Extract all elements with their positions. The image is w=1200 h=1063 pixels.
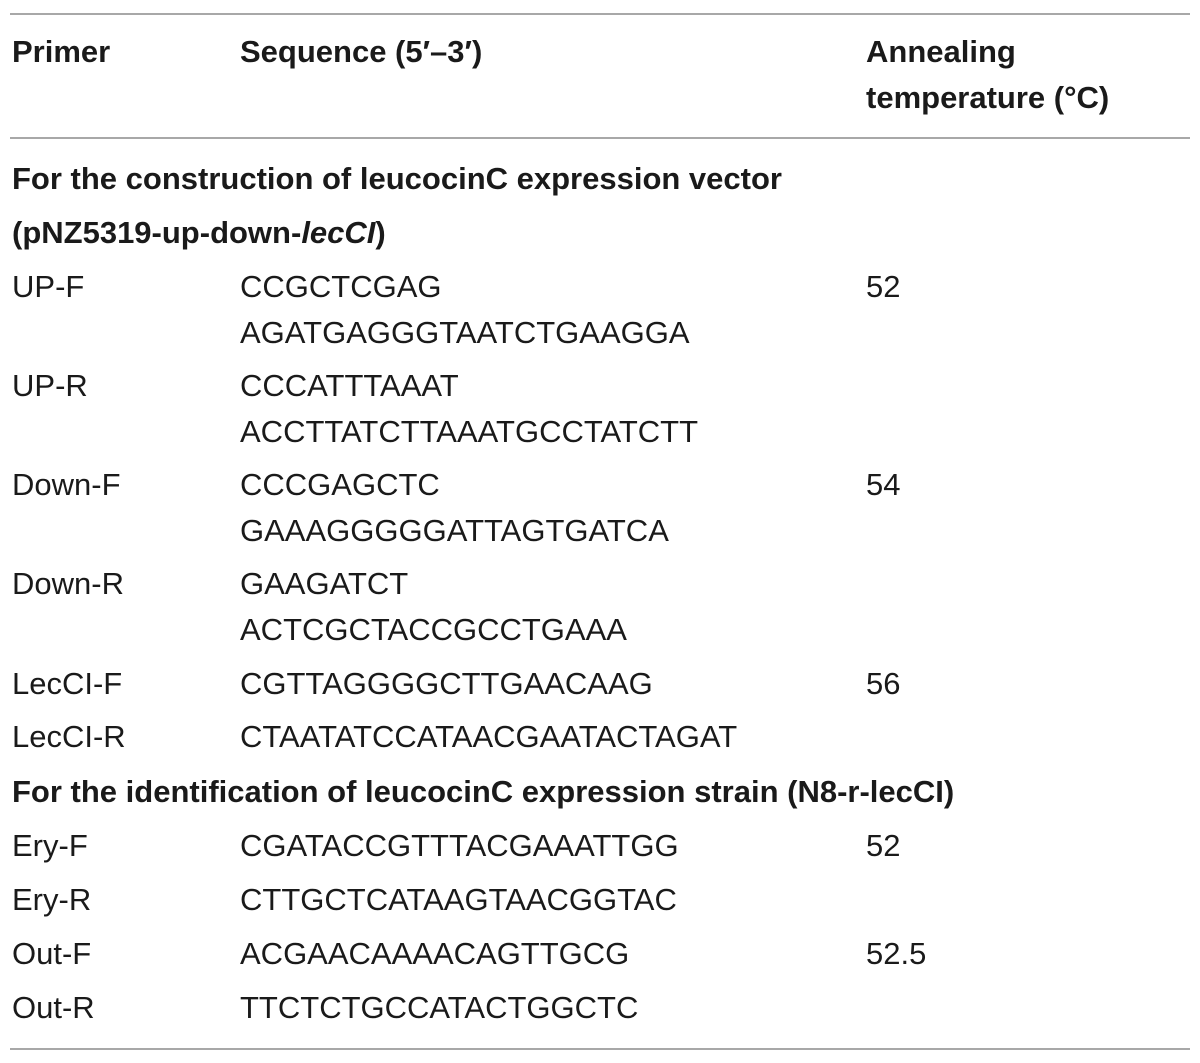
primer-name: LecCI-R bbox=[12, 719, 126, 754]
header-primer: Primer bbox=[12, 34, 111, 69]
sequence-line2: AGATGAGGGTAATCTGAAGGA bbox=[240, 315, 690, 350]
sequence-line1: CCGCTCGAG bbox=[240, 269, 442, 304]
sequence-line1: CTAATATCCATAACGAATACTAGAT bbox=[240, 719, 738, 754]
section-title: For the identification of leucocinC expr… bbox=[12, 774, 955, 809]
header-rule bbox=[10, 137, 1190, 139]
section-title-line2: (pNZ5319-up-down-lecCI) bbox=[12, 215, 386, 250]
top-rule bbox=[10, 13, 1190, 15]
sequence-line1: CGATACCGTTTACGAAATTGG bbox=[240, 828, 679, 863]
header-annealing-line2: temperature (°C) bbox=[866, 80, 1110, 115]
header-annealing-line1: Annealing bbox=[866, 34, 1016, 69]
sequence-line1: TTCTCTGCCATACTGGCTC bbox=[240, 990, 639, 1025]
sequence-line1: CGTTAGGGGCTTGAACAAG bbox=[240, 666, 653, 701]
sequence-line1: CCCATTTAAAT bbox=[240, 368, 459, 403]
primer-name: Ery-F bbox=[12, 828, 88, 863]
primer-name: UP-R bbox=[12, 368, 88, 403]
annealing-temp: 54 bbox=[866, 467, 901, 502]
sequence-line2: ACTCGCTACCGCCTGAAA bbox=[240, 612, 627, 647]
annealing-temp: 52 bbox=[866, 828, 901, 863]
sequence-line1: ACGAACAAAACAGTTGCG bbox=[240, 936, 630, 971]
header-sequence: Sequence (5′–3′) bbox=[240, 34, 483, 69]
bottom-rule bbox=[10, 1048, 1190, 1050]
sequence-line1: GAAGATCT bbox=[240, 566, 409, 601]
primer-name: Out-F bbox=[12, 936, 92, 971]
section-title: For the construction of leucocinC expres… bbox=[12, 161, 782, 196]
primer-name: Out-R bbox=[12, 990, 95, 1025]
sequence-line2: ACCTTATCTTAAATGCCTATCTT bbox=[240, 414, 699, 449]
sequence-line2: GAAAGGGGGATTAGTGATCA bbox=[240, 513, 669, 548]
annealing-temp: 56 bbox=[866, 666, 901, 701]
primer-name: UP-F bbox=[12, 269, 85, 304]
annealing-temp: 52.5 bbox=[866, 936, 927, 971]
primer-name: Down-F bbox=[12, 467, 121, 502]
primer-name: Ery-R bbox=[12, 882, 92, 917]
sequence-line1: CCCGAGCTC bbox=[240, 467, 440, 502]
sequence-line1: CTTGCTCATAAGTAACGGTAC bbox=[240, 882, 677, 917]
primer-name: LecCI-F bbox=[12, 666, 123, 701]
annealing-temp: 52 bbox=[866, 269, 901, 304]
primer-name: Down-R bbox=[12, 566, 124, 601]
